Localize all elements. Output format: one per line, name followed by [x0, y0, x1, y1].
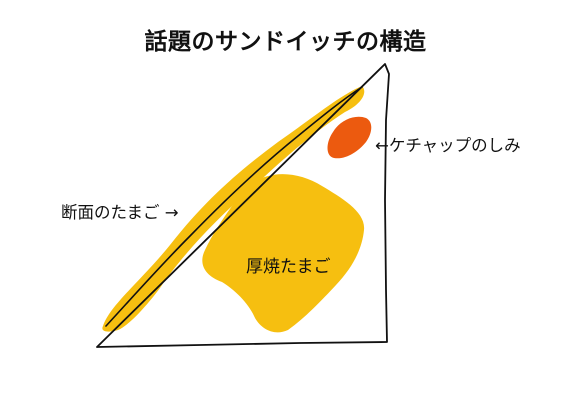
page-title: 話題のサンドイッチの構造 — [144, 29, 427, 55]
ketchup-stain-label: ←ケチャップのしみ — [375, 136, 521, 155]
ketchup-stain-label-text: ケチャップのしみ — [388, 136, 521, 155]
ketchup-stain — [327, 116, 372, 159]
thick-omelette-shape — [202, 174, 365, 333]
right-arrow-icon: → — [164, 203, 179, 222]
left-arrow-icon: ← — [375, 136, 389, 155]
thick-omelette-label: 厚焼たまご — [246, 257, 331, 277]
cross-section-egg-band — [102, 86, 365, 332]
cross-section-egg-label-text: 断面のたまご — [61, 203, 160, 222]
crust-line — [105, 86, 363, 327]
sandwich-outline — [96, 63, 390, 348]
cross-section-egg-label: 断面のたまご → — [61, 203, 179, 222]
